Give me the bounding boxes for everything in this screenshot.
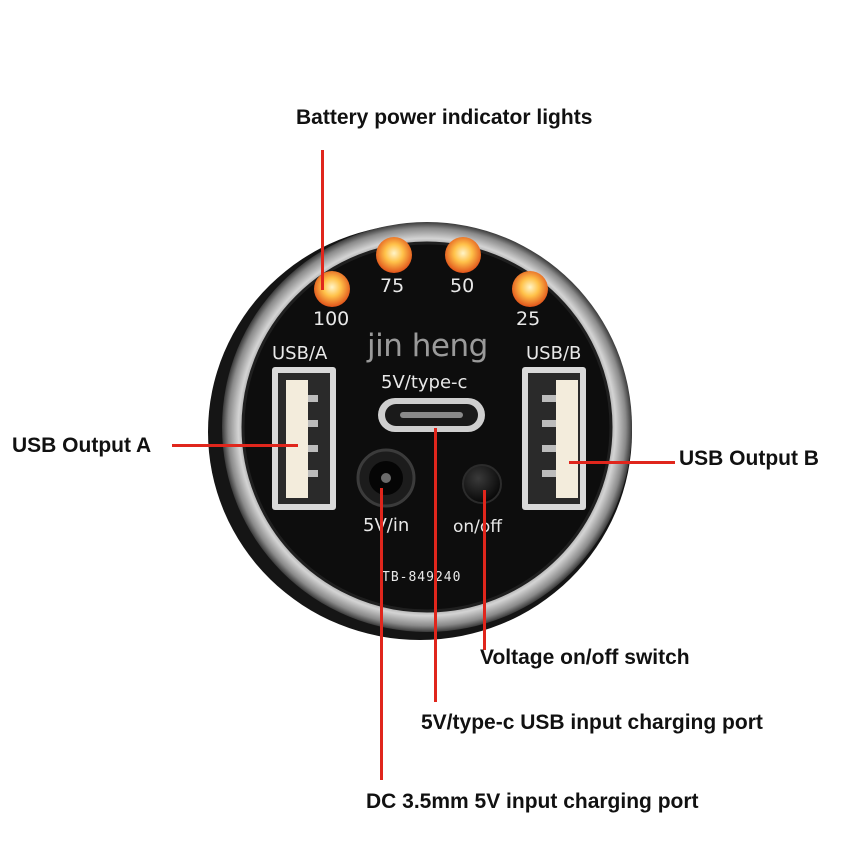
led-75 — [376, 237, 412, 273]
battery-indicator-leds — [314, 237, 548, 307]
led-label-50: 50 — [450, 275, 475, 297]
switch-label: on/off — [453, 517, 503, 537]
leader-switch — [483, 490, 486, 650]
typec-label: 5V/type-c — [381, 372, 468, 393]
callout-usb-a: USB Output A — [12, 434, 152, 457]
power-switch — [462, 464, 502, 504]
led-50 — [445, 237, 481, 273]
dc-label: 5V/in — [363, 515, 410, 536]
usb-b-label: USB/B — [526, 343, 582, 364]
callout-dc: DC 3.5mm 5V input charging port — [366, 790, 699, 813]
brand-logo: jin heng — [367, 328, 488, 364]
typec-port — [378, 398, 485, 432]
leader-dc — [380, 488, 383, 780]
callout-battery-lights: Battery power indicator lights — [296, 106, 593, 129]
led-25 — [512, 271, 548, 307]
leader-usb-b — [569, 461, 675, 464]
callout-usb-b: USB Output B — [679, 447, 819, 470]
led-label-75: 75 — [380, 275, 405, 297]
model-number: TB-849240 — [382, 570, 462, 585]
led-100 — [314, 271, 350, 307]
callout-switch: Voltage on/off switch — [480, 646, 690, 669]
dc-jack — [356, 448, 416, 508]
leader-battery-lights — [321, 150, 324, 290]
leader-usb-a — [172, 444, 298, 447]
usb-b-port — [522, 367, 586, 510]
callout-typec: 5V/type-c USB input charging port — [421, 711, 763, 734]
usb-a-port — [272, 367, 336, 510]
led-label-100: 100 — [313, 308, 350, 330]
leader-typec — [434, 428, 437, 702]
usb-a-label: USB/A — [272, 343, 328, 364]
led-label-25: 25 — [516, 308, 541, 330]
